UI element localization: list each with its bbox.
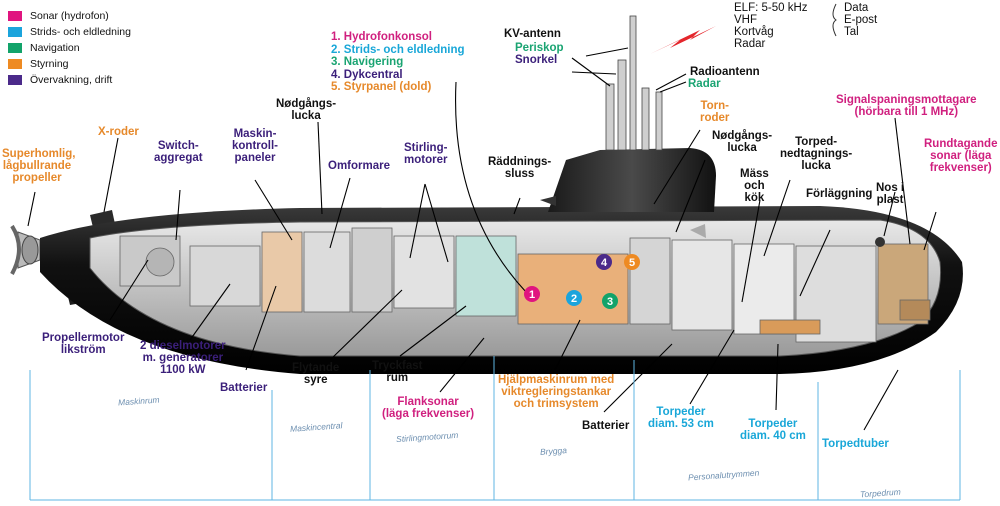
- label-switch: Switch-aggregat: [154, 140, 203, 164]
- label-data: Data: [844, 2, 869, 14]
- propeller: [10, 224, 41, 275]
- label-x-roder: X-roder: [98, 126, 139, 138]
- svg-text:4: 4: [601, 257, 608, 269]
- label-batterier-2: Batterier: [582, 420, 630, 432]
- console-item-5: 5. Styrpanel (dold): [331, 81, 432, 94]
- label-maskinkontroll: Maskin-kontroll-paneler: [232, 128, 278, 164]
- leader-lines: [27, 47, 937, 431]
- label-tal: Tal: [844, 26, 859, 38]
- svg-text:3: 3: [607, 296, 613, 308]
- svg-text:2: 2: [571, 293, 577, 305]
- console-item-2: 2. Strids- och eldledning: [331, 43, 465, 56]
- svg-text:5: 5: [629, 257, 635, 269]
- label-stirling: Stirling-motorer: [404, 142, 448, 166]
- marker-5: [624, 254, 640, 270]
- label-radioantenn: Radioantenn: [690, 66, 760, 78]
- label-flanksonar: Flanksonar(läga frekvenser): [382, 396, 475, 420]
- section-brackets: [29, 356, 961, 501]
- console-markers: 1 2 3 4 5: [524, 254, 640, 309]
- label-forlaggning: Förläggning: [806, 188, 873, 200]
- comm-types: Data E-post Tal: [844, 2, 877, 38]
- elf-block: ELF: 5-50 kHz VHF Kortvåg Radar: [734, 2, 808, 50]
- svg-text:1: 1: [529, 289, 535, 301]
- console-item-3: 3. Navigering: [331, 56, 404, 69]
- label-radar: Radar: [734, 38, 766, 50]
- label-snorkel: Snorkel: [515, 54, 558, 66]
- console-item-1: 1. Hydrofonkonsol: [331, 31, 432, 43]
- label-nodgang-1: Nødgångs-lucka: [276, 98, 337, 122]
- sail: [548, 148, 716, 212]
- label-radar-mast: Radar: [688, 78, 721, 90]
- masts: [605, 15, 663, 151]
- label-tornroder: Torn-roder: [700, 100, 730, 124]
- label-vhf: VHF: [734, 14, 757, 26]
- machinery: [119, 227, 931, 343]
- label-torpednedtagning: Torped-nedtagnings-lucka: [780, 136, 853, 172]
- console-item-4: 4. Dykcentral: [331, 68, 403, 81]
- marker-1: [524, 286, 540, 302]
- label-batterier-1: Batterier: [220, 382, 268, 394]
- label-kv-antenn: KV-antenn: [504, 28, 561, 40]
- label-periskop: Periskop: [515, 42, 564, 54]
- label-kortvag: Kortvåg: [734, 26, 774, 38]
- label-torpedtuber: Torpedtuber: [822, 438, 889, 450]
- label-raddningssluss: Räddnings-sluss: [488, 156, 552, 180]
- section-brygga: Brygga: [539, 445, 568, 457]
- radio-signal-icon: [650, 26, 716, 54]
- marker-2: [566, 290, 582, 306]
- label-nodgang-2: Nødgångs-lucka: [712, 130, 773, 154]
- label-elf: ELF: 5-50 kHz: [734, 2, 808, 14]
- marker-3: [602, 293, 618, 309]
- marker-4: [596, 254, 612, 270]
- label-epost: E-post: [844, 14, 878, 26]
- label-omformare: Omformare: [328, 160, 390, 172]
- label-signalspaning: Signalspaningsmottagare(hörbara till 1 M…: [836, 94, 977, 118]
- console-list: 1. Hydrofonkonsol 2. Strids- och eldledn…: [331, 31, 465, 94]
